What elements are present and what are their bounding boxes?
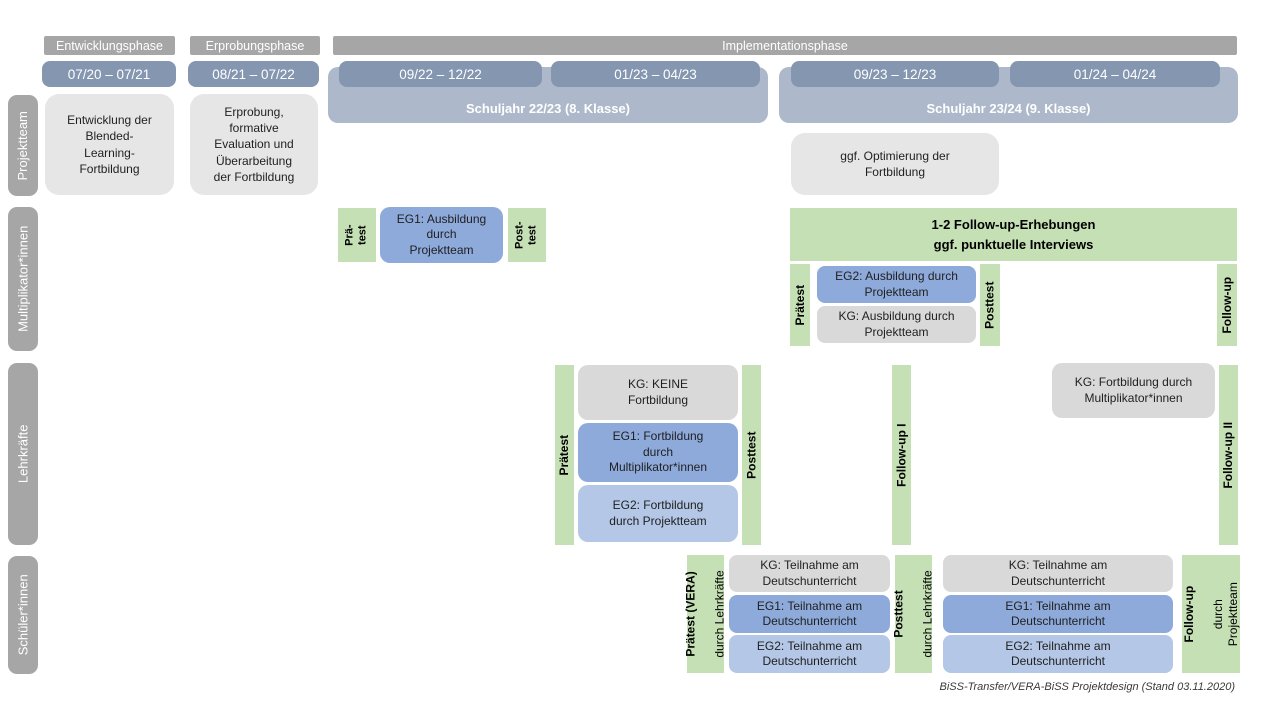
followup-erhebungen-header: 1-2 Follow-up-Erhebungen ggf. punktuelle… xyxy=(790,208,1237,261)
box-kg-keine-fortbildung: KG: KEINE Fortbildung xyxy=(578,365,738,420)
box-entwicklung-fortbildung: Entwicklung der Blended- Learning- Fortb… xyxy=(45,94,174,195)
schueler-posttest-title: Posttest xyxy=(891,590,906,638)
lehrkraefte-praetest-bar: Prätest xyxy=(555,365,574,545)
multiplikatoren-praetest2-bar: Prätest xyxy=(790,264,810,346)
box-optimierung-fortbildung: ggf. Optimierung der Fortbildung xyxy=(791,133,999,195)
multiplikatoren-posttest-text: Post- test xyxy=(513,221,539,249)
row-label-schueler: Schüler*innen xyxy=(8,556,38,674)
row-label-lehrkraefte-text: Lehrkräfte xyxy=(15,424,31,484)
row-label-projektteam: Projektteam xyxy=(8,95,38,196)
multiplikatoren-posttest-bar: Post- test xyxy=(508,208,546,262)
schueler-followup-sub: durch Projektteam xyxy=(1211,581,1240,647)
row-label-multiplikatoren: Multiplikator*innen xyxy=(8,207,38,351)
box-kg-ausbildung-projektteam: KG: Ausbildung durch Projektteam xyxy=(817,306,976,343)
box-kg-teilnahme-2: KG: Teilnahme am Deutschunterricht xyxy=(943,555,1173,592)
multiplikatoren-posttest2-bar: Posttest xyxy=(980,264,1000,346)
box-kg-fortbildung-multiplikatoren: KG: Fortbildung durch Multiplikator*inne… xyxy=(1052,363,1215,418)
lehrkraefte-praetest-text: Prätest xyxy=(557,434,572,476)
date-bar-0123-0423: 01/23 – 04/23 xyxy=(551,61,760,87)
lehrkraefte-posttest-bar: Posttest xyxy=(742,365,761,545)
box-eg2-teilnahme-1: EG2: Teilnahme am Deutschunterricht xyxy=(729,635,890,673)
lehrkraefte-followup1-text: Follow-up I xyxy=(894,423,909,487)
schueler-praetest-title: Prätest (VERA) xyxy=(683,571,698,657)
lehrkraefte-followup1-bar: Follow-up I xyxy=(892,365,911,545)
schueler-praetest-sub: durch Lehrkräfte xyxy=(712,570,727,658)
lehrkraefte-followup2-bar: Follow-up II xyxy=(1219,365,1238,545)
box-eg2-fortbildung-projektteam: EG2: Fortbildung durch Projektteam xyxy=(578,485,738,542)
box-kg-teilnahme-1: KG: Teilnahme am Deutschunterricht xyxy=(729,555,890,592)
multiplikatoren-posttest2-text: Posttest xyxy=(982,281,997,329)
multiplikatoren-followup-bar: Follow-up xyxy=(1217,264,1237,346)
box-eg2-ausbildung-projektteam: EG2: Ausbildung durch Projektteam xyxy=(817,266,976,303)
schueler-posttest-sub: durch Lehrkräfte xyxy=(920,570,935,658)
schueler-followup-bar: Follow-up durch Projektteam xyxy=(1182,555,1240,673)
box-eg2-teilnahme-2: EG2: Teilnahme am Deutschunterricht xyxy=(943,635,1173,673)
phase-bar-entwicklungsphase: Entwicklungsphase xyxy=(44,36,175,55)
schoolyear-22-23-label: Schuljahr 22/23 (8. Klasse) xyxy=(465,101,631,116)
phase-bar-erprobungsphase: Erprobungsphase xyxy=(190,36,320,55)
lehrkraefte-posttest-text: Posttest xyxy=(744,431,759,479)
multiplikatoren-praetest2-text: Prätest xyxy=(792,284,807,326)
lehrkraefte-followup2-text: Follow-up II xyxy=(1221,421,1236,489)
row-label-lehrkraefte: Lehrkräfte xyxy=(8,363,38,545)
box-eg1-fortbildung-multiplikatoren: EG1: Fortbildung durch Multiplikator*inn… xyxy=(578,423,738,482)
schueler-praetest-vera-bar: Prätest (VERA) durch Lehrkräfte xyxy=(683,555,727,673)
multiplikatoren-followup-text: Follow-up xyxy=(1219,276,1234,334)
date-bar-0821-0722: 08/21 – 07/22 xyxy=(188,61,319,87)
date-bar-0923-1223: 09/23 – 12/23 xyxy=(791,61,999,87)
phase-bar-implementationsphase: Implementationsphase xyxy=(333,36,1237,55)
schoolyear-23-24-label: Schuljahr 23/24 (9. Klasse) xyxy=(926,101,1091,116)
box-eg1-teilnahme-2: EG1: Teilnahme am Deutschunterricht xyxy=(943,595,1173,633)
row-label-multiplikatoren-text: Multiplikator*innen xyxy=(15,225,31,333)
box-erprobung-evaluation: Erprobung, formative Evaluation und Über… xyxy=(190,94,318,195)
diagram-caption: BiSS-Transfer/VERA-BiSS Projektdesign (S… xyxy=(939,681,1235,693)
multiplikatoren-praetest-bar: Prä- test xyxy=(338,208,376,262)
row-label-schueler-text: Schüler*innen xyxy=(15,574,31,656)
schueler-followup-title: Follow-up xyxy=(1182,585,1197,643)
box-eg1-ausbildung-projektteam: EG1: Ausbildung durch Projektteam xyxy=(380,207,503,263)
date-bar-0720-0721: 07/20 – 07/21 xyxy=(42,61,176,87)
multiplikatoren-praetest-text: Prä- test xyxy=(343,224,369,246)
date-bar-0124-0424: 01/24 – 04/24 xyxy=(1010,61,1220,87)
row-label-projektteam-text: Projektteam xyxy=(15,110,31,181)
date-bar-0922-1222: 09/22 – 12/22 xyxy=(339,61,542,87)
box-eg1-teilnahme-1: EG1: Teilnahme am Deutschunterricht xyxy=(729,595,890,633)
schueler-posttest-bar: Posttest durch Lehrkräfte xyxy=(891,555,935,673)
